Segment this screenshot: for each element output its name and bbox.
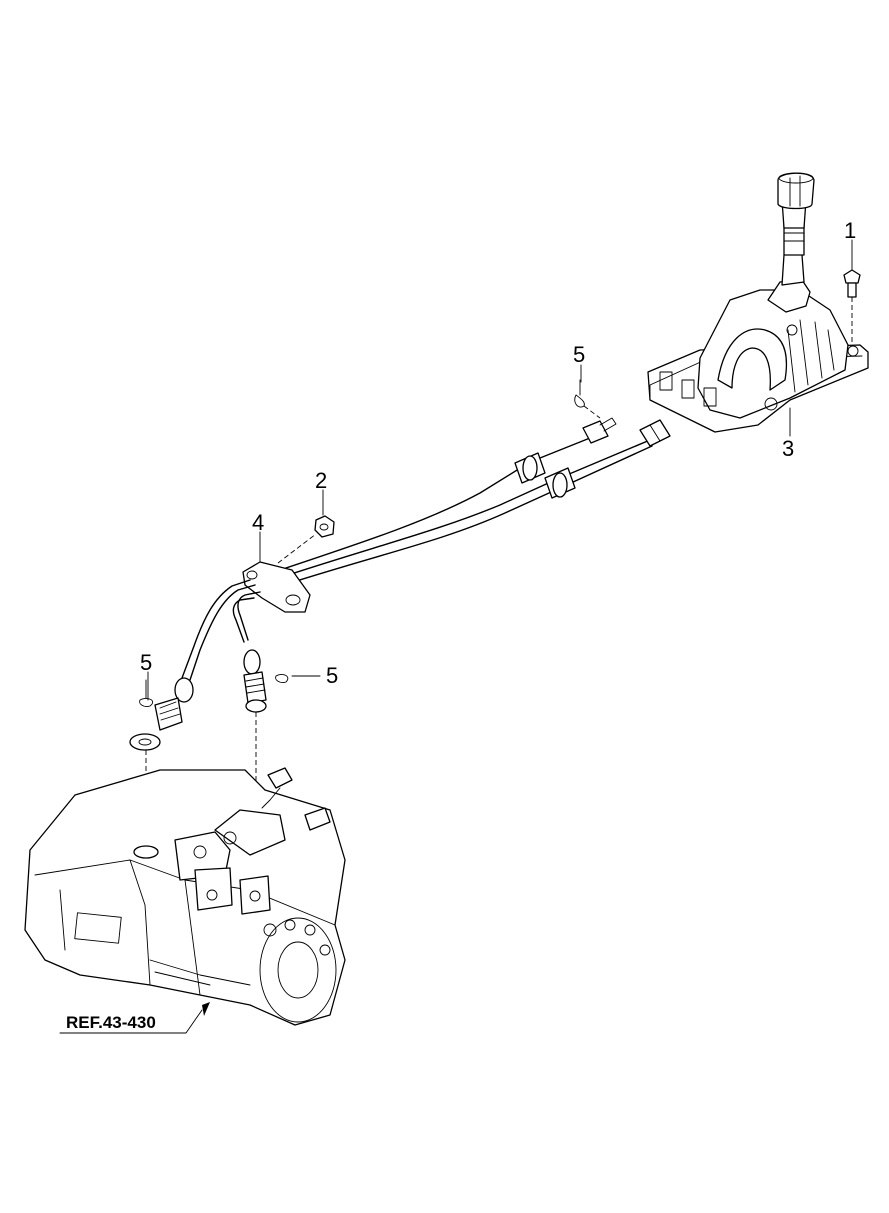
mounting-bolt xyxy=(843,269,861,345)
cable-to-transmission xyxy=(129,579,267,850)
reference-label: REF.43-430 xyxy=(66,1013,156,1032)
shift-cable-upper xyxy=(279,417,617,571)
callout-1: 1 xyxy=(844,218,856,243)
callout-4: 4 xyxy=(252,510,264,535)
callout-2: 2 xyxy=(315,468,327,493)
callout-5-right: 5 xyxy=(326,663,338,688)
leader-lines xyxy=(59,239,853,1034)
cable-bracket xyxy=(242,533,317,613)
retaining-clip-top xyxy=(574,379,601,419)
callout-5-left: 5 xyxy=(140,650,152,675)
bracket-nut xyxy=(314,515,335,538)
retaining-clip-left xyxy=(139,679,154,707)
shift-lever-assembly xyxy=(647,172,869,433)
callout-3: 3 xyxy=(782,436,794,461)
shift-cable-lower xyxy=(287,419,671,584)
callout-5-top: 5 xyxy=(573,342,585,367)
retaining-clip-right xyxy=(275,673,289,683)
transmission-assembly xyxy=(24,767,346,1026)
